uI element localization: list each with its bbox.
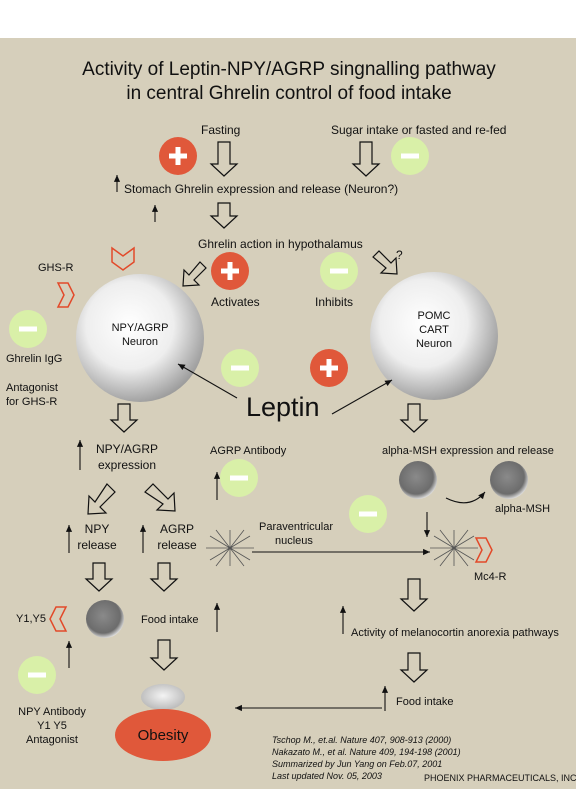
pomc-label-1: POMC xyxy=(417,310,451,322)
label-food-intake-left: Food intake xyxy=(141,614,199,626)
label-obesity: Obesity xyxy=(137,727,189,744)
minus-sign-icon xyxy=(391,137,429,175)
label-ghrelin-igg: Ghrelin IgG xyxy=(6,353,63,365)
label-leptin: Leptin xyxy=(246,392,320,422)
label-y1y5: Y1,Y5 xyxy=(16,613,46,625)
agrp-release-1: AGRP xyxy=(159,522,195,536)
minus-sign-icon xyxy=(221,349,259,387)
label-activates: Activates xyxy=(211,295,260,309)
npy-release-1: NPY xyxy=(84,522,110,536)
label-mc4r: Mc4-R xyxy=(474,571,507,583)
npy-neuron-label-1: NPY/AGRP xyxy=(111,322,169,334)
thin-arrow-icon xyxy=(65,175,486,712)
alpha-msh-vesicle-left xyxy=(399,461,437,499)
label-agrp-antibody: AGRP Antibody xyxy=(210,445,287,457)
minus-sign-icon xyxy=(349,495,387,533)
pomc-label-2: CART xyxy=(419,324,449,336)
synapse-star-icon xyxy=(430,529,478,567)
npy-neuron-label-2: Neuron xyxy=(121,336,159,348)
plus-sign-icon xyxy=(159,137,197,175)
alpha-msh-vesicle-right xyxy=(490,461,528,499)
pomc-cart-neuron xyxy=(370,272,498,400)
fat-cell xyxy=(141,684,185,710)
label-sugar-intake: Sugar intake or fasted and re-fed xyxy=(331,123,507,137)
label-alpha-msh: alpha-MSH xyxy=(495,503,551,515)
receptor-chevron-icon xyxy=(49,606,68,632)
company-name: PHOENIX PHARMACEUTICALS, INC. xyxy=(424,773,576,783)
label-stomach-ghrelin: Stomach Ghrelin expression and release (… xyxy=(124,182,399,196)
label-pvn-1: Paraventricular xyxy=(259,521,333,533)
npy-antibody-3: Antagonist xyxy=(26,734,78,746)
npy-release-2: release xyxy=(77,538,117,552)
npy-antibody-2: Y1 Y5 xyxy=(37,720,67,732)
receptor-chevron-icon xyxy=(474,537,493,563)
npy-agrp-neuron xyxy=(76,274,204,402)
title-line-1: Activity of Leptin-NPY/AGRP singnalling … xyxy=(82,59,496,80)
title-line-2: in central Ghrelin control of food intak… xyxy=(126,83,452,104)
label-fasting: Fasting xyxy=(201,123,241,137)
label-food-intake-right: Food intake xyxy=(396,696,454,708)
minus-sign-icon xyxy=(220,459,258,497)
plus-sign-icon xyxy=(310,349,348,387)
npy-vesicle xyxy=(86,600,124,638)
npy-antibody-1: NPY Antibody xyxy=(18,706,86,718)
label-inhibits: Inhibits xyxy=(315,295,354,309)
reference-2: Nakazato M., et al. Nature 409, 194-198 … xyxy=(272,747,461,757)
label-pvn-2: nucleus xyxy=(275,535,313,547)
reference-3: Summarized by Jun Yang on Feb.07, 2001 xyxy=(272,759,443,769)
diagram-panel xyxy=(0,38,576,789)
agrp-release-2: release xyxy=(157,538,197,552)
synapse-star-icon xyxy=(206,529,254,567)
label-melanocortin: Activity of melanocortin anorexia pathwa… xyxy=(351,627,559,639)
label-ghsr: GHS-R xyxy=(38,262,74,274)
reference-1: Tschop M., et.al. Nature 407, 908-913 (2… xyxy=(272,735,452,745)
label-antagonist-2: for GHS-R xyxy=(6,396,58,408)
plus-sign-icon xyxy=(211,252,249,290)
hollow-arrow-icon xyxy=(84,141,429,683)
npy-expression-1: NPY/AGRP xyxy=(95,442,159,456)
label-alpha-msh-expr: alpha-MSH expression and release xyxy=(382,445,554,457)
obesity-blob xyxy=(115,709,211,761)
npy-expression-2: expression xyxy=(97,458,157,472)
label-ghrelin-action: Ghrelin action in hypothalamus xyxy=(198,237,363,251)
minus-sign-icon xyxy=(9,310,47,348)
minus-sign-icon xyxy=(320,252,358,290)
receptor-chevron-icon xyxy=(111,246,135,271)
pomc-label-3: Neuron xyxy=(415,338,453,350)
minus-sign-icon xyxy=(18,656,56,694)
label-question: ? xyxy=(396,248,403,262)
label-antagonist-1: Antagonist xyxy=(6,382,58,394)
receptor-chevron-icon xyxy=(56,282,75,308)
reference-4: Last updated Nov. 05, 2003 xyxy=(272,771,382,781)
